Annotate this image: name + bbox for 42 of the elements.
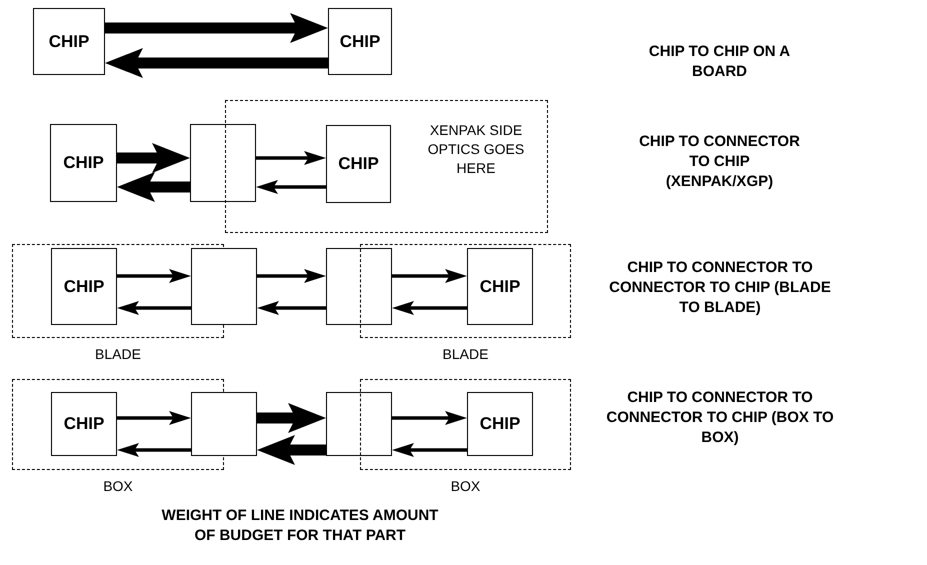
region-label: BOX	[102, 478, 134, 494]
chip-box: CHIP	[51, 248, 117, 325]
arrow	[105, 13, 328, 43]
arrow	[392, 269, 467, 283]
row-description: CHIP TO CONNECTOR TO CHIP (XENPAK/XGP)	[638, 132, 801, 192]
arrow	[117, 411, 191, 425]
arrow	[257, 301, 326, 315]
caption: WEIGHT OF LINE INDICATES AMOUNT OF BUDGET FOR THAT PART	[160, 506, 440, 546]
row-description: CHIP TO CONNECTOR TO CONNECTOR TO CHIP (BOX TO BOX)	[605, 388, 835, 448]
connector-box	[191, 248, 257, 325]
arrow	[117, 269, 191, 283]
arrow	[117, 143, 190, 173]
arrow	[392, 443, 467, 457]
chip-box: CHIP	[51, 392, 117, 456]
chip-box: CHIP	[467, 248, 533, 325]
region-label: BLADE	[442, 346, 490, 362]
chip-box: CHIP	[328, 8, 392, 75]
row-description: CHIP TO CHIP ON A BOARD	[648, 42, 792, 82]
note-text: XENPAK SIDE OPTICS GOES HERE	[426, 121, 526, 178]
arrow	[117, 443, 191, 457]
dashed-boundary	[225, 100, 548, 233]
chip-box: CHIP	[326, 125, 391, 203]
connector-box	[191, 392, 257, 456]
arrow	[257, 435, 326, 465]
arrow	[105, 48, 328, 78]
region-label: BOX	[450, 478, 482, 494]
connector-box	[326, 248, 392, 325]
connector-box	[190, 124, 256, 202]
arrow	[117, 301, 191, 315]
arrow	[256, 180, 326, 194]
arrow	[257, 269, 326, 283]
chip-box: CHIP	[50, 124, 117, 202]
arrow	[117, 172, 190, 202]
row-description: CHIP TO CONNECTOR TO CONNECTOR TO CHIP (BLADE TO BLADE)	[608, 258, 832, 318]
region-label: BLADE	[94, 346, 142, 362]
arrow	[392, 411, 467, 425]
arrow	[256, 151, 326, 165]
chip-box: CHIP	[33, 8, 105, 75]
chip-box: CHIP	[467, 392, 533, 456]
connector-box	[326, 392, 392, 456]
arrow	[257, 403, 326, 433]
arrow	[392, 301, 467, 315]
